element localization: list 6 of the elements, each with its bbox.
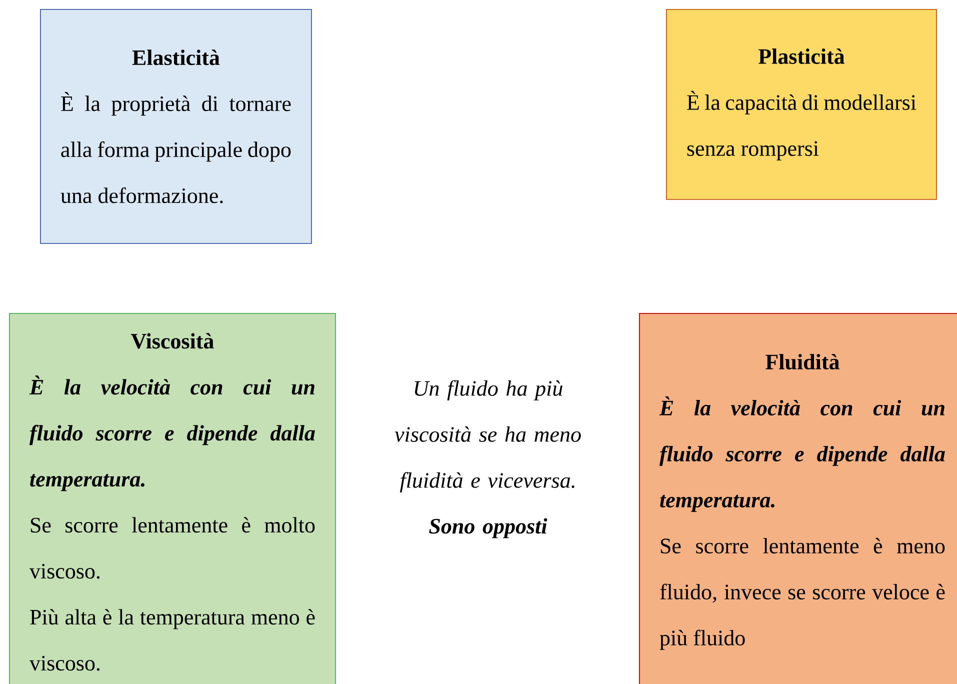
concept-box: Elasticità È la proprietà di tornare alla forma principale dopo una deformazione. — [40, 9, 312, 244]
note-text: Un fluido ha più viscosità se ha meno fluidità e viceversa. — [394, 380, 581, 492]
concept-box: Viscosità È la velocità con cui un fluido scorre e dipende dalla temperatura. Se scorre lentamente è molto viscoso. Più alta è la temperatura meno è viscoso. — [9, 313, 336, 684]
concept-box: Plasticità È la capacità di modellarsi senza rompersi — [666, 9, 937, 200]
concept-box: Fluidità È la velocità con cui un fluido scorre e dipende dalla temperatura. Se scorre lentamente è meno fluido, invece se scorre veloce è più fluido — [639, 313, 957, 684]
note-text: Sono opposti — [429, 518, 548, 538]
